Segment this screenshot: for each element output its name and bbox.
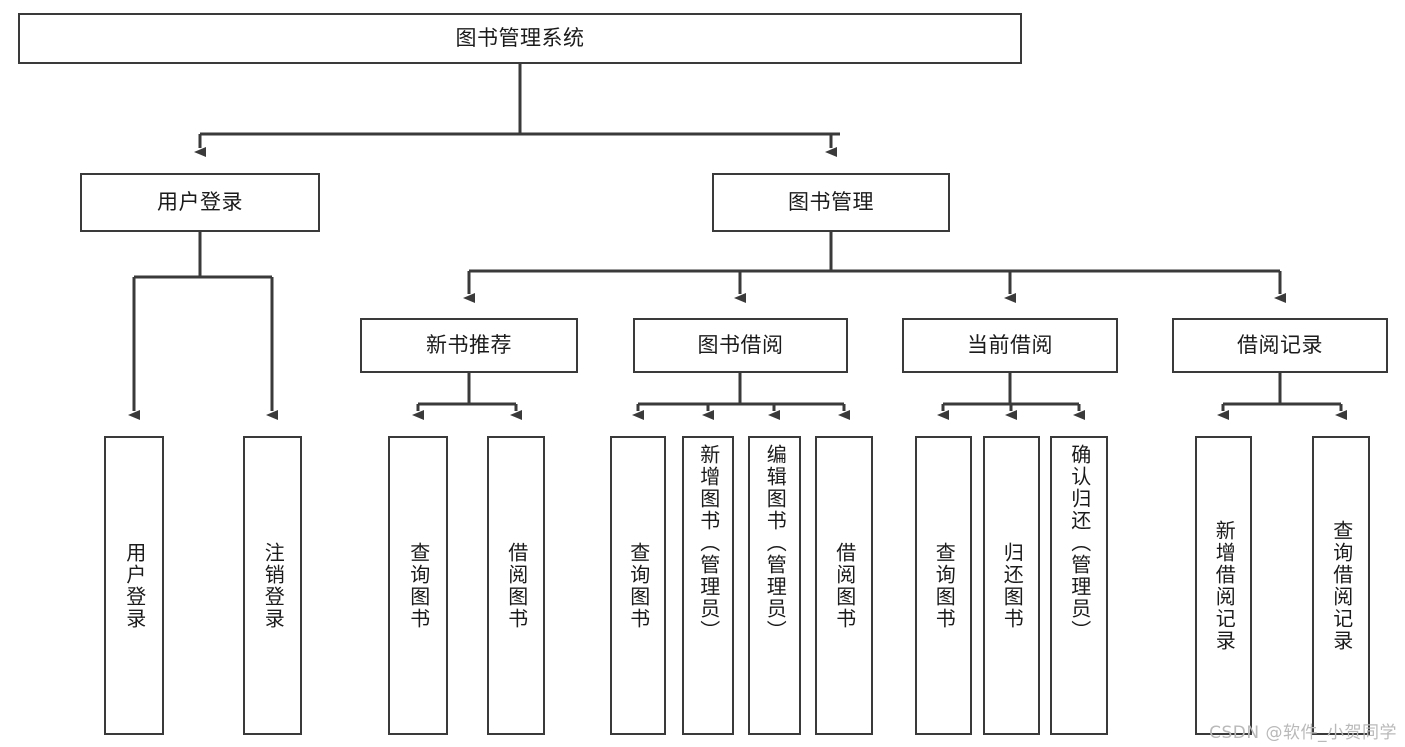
node-leaf-add-book-admin[interactable]: 新增图书（管理员） xyxy=(682,436,734,735)
node-leaf-user-login-label: 用户登录 xyxy=(122,541,147,630)
node-leaf-borrow-book-newbook-label: 借阅图书 xyxy=(504,541,529,630)
node-user-login[interactable]: 用户登录 xyxy=(80,173,320,232)
node-leaf-query-book-newbook-label: 查询图书 xyxy=(406,541,431,630)
node-leaf-borrow-book-newbook[interactable]: 借阅图书 xyxy=(487,436,545,735)
node-leaf-logout-label: 注销登录 xyxy=(261,541,286,630)
node-current-borrow[interactable]: 当前借阅 xyxy=(902,318,1118,373)
node-leaf-query-book-current[interactable]: 查询图书 xyxy=(915,436,972,735)
node-leaf-query-book-newbook[interactable]: 查询图书 xyxy=(388,436,448,735)
node-leaf-confirm-return-admin[interactable]: 确认归还（管理员） xyxy=(1050,436,1108,735)
node-leaf-edit-book-admin-label: 编辑图书（管理员） xyxy=(763,444,788,642)
node-book-borrow-label: 图书借阅 xyxy=(697,332,784,357)
node-leaf-query-book-borrow[interactable]: 查询图书 xyxy=(610,436,666,735)
node-user-login-label: 用户登录 xyxy=(157,189,243,214)
node-root-system[interactable]: 图书管理系统 xyxy=(18,13,1022,64)
node-leaf-confirm-return-admin-label: 确认归还（管理员） xyxy=(1067,444,1092,642)
node-leaf-return-book[interactable]: 归还图书 xyxy=(983,436,1040,735)
node-leaf-query-book-borrow-label: 查询图书 xyxy=(626,541,651,630)
node-leaf-add-book-admin-label: 新增图书（管理员） xyxy=(696,444,721,642)
node-book-management-label: 图书管理 xyxy=(788,189,874,214)
node-leaf-logout[interactable]: 注销登录 xyxy=(243,436,302,735)
watermark-text: CSDN @软件_小贺同学 xyxy=(1209,723,1397,743)
node-leaf-return-book-label: 归还图书 xyxy=(1000,541,1025,630)
node-borrow-records-label: 借阅记录 xyxy=(1237,332,1323,357)
node-leaf-query-book-current-label: 查询图书 xyxy=(932,541,957,630)
node-leaf-borrow-book[interactable]: 借阅图书 xyxy=(815,436,873,735)
node-leaf-add-borrow-record[interactable]: 新增借阅记录 xyxy=(1195,436,1252,735)
node-leaf-borrow-book-label: 借阅图书 xyxy=(832,541,857,630)
node-leaf-query-borrow-record-label: 查询借阅记录 xyxy=(1329,519,1354,652)
node-leaf-add-borrow-record-label: 新增借阅记录 xyxy=(1212,519,1237,652)
node-leaf-edit-book-admin[interactable]: 编辑图书（管理员） xyxy=(748,436,801,735)
node-new-book-recommend[interactable]: 新书推荐 xyxy=(360,318,578,373)
node-book-management[interactable]: 图书管理 xyxy=(712,173,950,232)
node-current-borrow-label: 当前借阅 xyxy=(967,332,1053,357)
node-leaf-user-login[interactable]: 用户登录 xyxy=(104,436,164,735)
node-leaf-query-borrow-record[interactable]: 查询借阅记录 xyxy=(1312,436,1370,735)
node-borrow-records[interactable]: 借阅记录 xyxy=(1172,318,1388,373)
node-book-borrow[interactable]: 图书借阅 xyxy=(633,318,848,373)
node-root-label: 图书管理系统 xyxy=(455,25,585,50)
node-new-book-recommend-label: 新书推荐 xyxy=(426,332,512,357)
